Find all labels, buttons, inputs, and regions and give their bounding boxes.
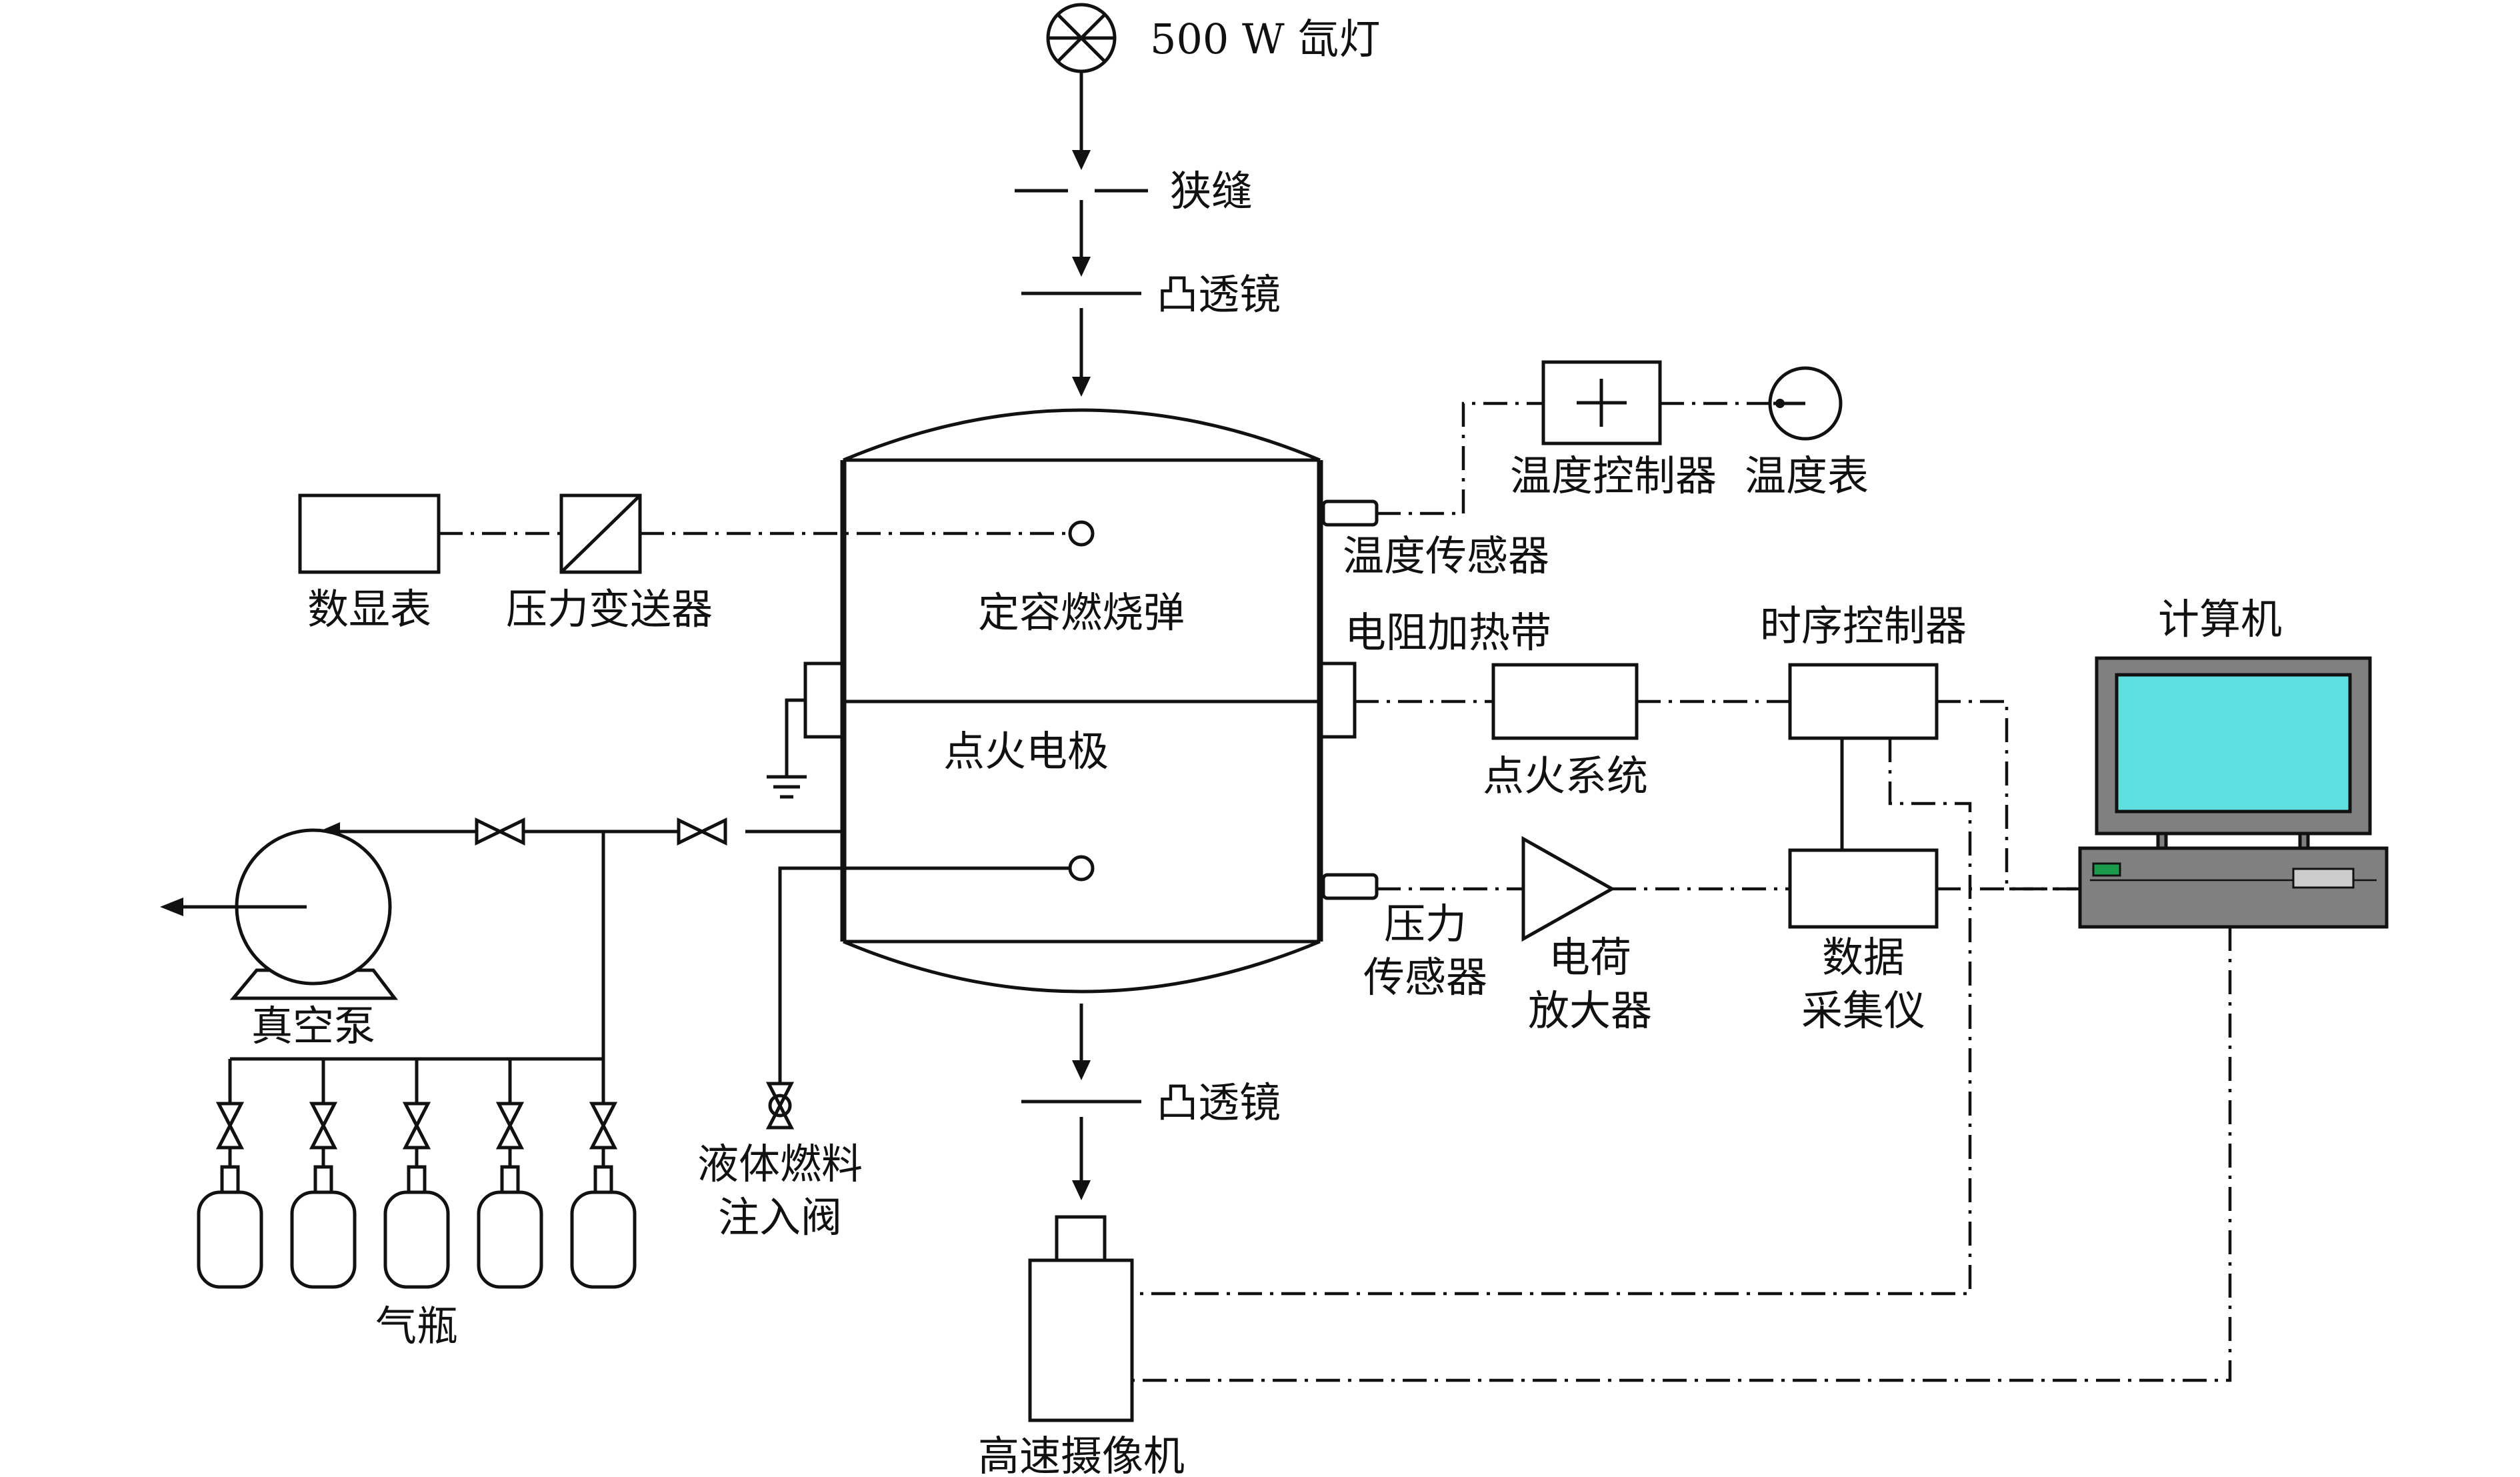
cylinder-4 — [477, 1059, 543, 1289]
electrode-left — [803, 661, 844, 739]
daq-label-1: 数据 — [1822, 933, 1905, 982]
valve-icon — [677, 818, 727, 846]
gas-cylinders-label: 气瓶 — [375, 1302, 458, 1350]
timing-controller-box — [1788, 663, 1939, 740]
disk-drive — [2292, 868, 2355, 889]
vacuum-pump — [160, 828, 399, 1000]
lens-bottom-label: 凸透镜 — [1157, 1078, 1281, 1127]
monitor-screen — [2115, 673, 2352, 814]
camera-label: 高速摄像机 — [978, 1432, 1185, 1474]
thermometer-label: 温度表 — [1745, 451, 1869, 500]
computer — [2078, 656, 2389, 929]
temperature-sensor — [1321, 499, 1379, 527]
temp-controller-label: 温度控制器 — [1510, 451, 1717, 500]
heating-belt-label: 电阻加热带 — [1345, 608, 1551, 657]
charge-amplifier — [1521, 836, 1616, 942]
high-speed-camera — [1028, 1215, 1134, 1422]
cylinder-2 — [290, 1059, 357, 1289]
computer-label: 计算机 — [2158, 595, 2282, 643]
charge-amp-label-2: 放大器 — [1528, 986, 1652, 1035]
daq-box — [1788, 848, 1939, 929]
power-indicator — [2092, 862, 2121, 877]
cylinder-5 — [570, 1059, 637, 1289]
cylinder-3 — [383, 1059, 450, 1289]
digital-display-box — [298, 493, 441, 574]
slit-label: 狭缝 — [1170, 167, 1253, 215]
chamber-label: 定容燃烧弹 — [978, 588, 1185, 637]
lamp-label: 500 W 氙灯 — [1150, 15, 1380, 63]
pressure-sensor-label-1: 压力 — [1384, 900, 1467, 948]
valve-icon — [475, 818, 525, 846]
electrode-right — [1319, 661, 1357, 739]
pressure-sensor — [1321, 873, 1379, 900]
vacuum-pump-label: 真空泵 — [251, 1002, 375, 1050]
fuel-valve-label-2: 注入阀 — [718, 1193, 842, 1242]
ignition-system-box — [1491, 663, 1639, 740]
charge-amp-label-1: 电荷 — [1549, 933, 1631, 982]
combustion-chamber — [840, 408, 1323, 994]
pressure-transmitter-label: 压力变送器 — [506, 585, 713, 633]
thermometer-icon — [1768, 366, 1843, 441]
daq-label-2: 采集仪 — [1801, 986, 1925, 1035]
fuel-injection-valve — [765, 1082, 795, 1130]
cylinder-1 — [197, 1059, 263, 1289]
fuel-valve-label-1: 液体燃料 — [697, 1140, 863, 1188]
xenon-lamp — [1046, 3, 1117, 73]
temp-sensor-label: 温度传感器 — [1343, 531, 1549, 580]
digital-display-label: 数显表 — [307, 585, 431, 633]
gas-cylinders — [197, 1059, 637, 1289]
lens-top-label: 凸透镜 — [1157, 270, 1281, 319]
ignition-system-label: 点火系统 — [1483, 752, 1648, 800]
electrode-label: 点火电极 — [943, 727, 1109, 776]
timing-controller-label: 时序控制器 — [1760, 601, 1967, 650]
pressure-sensor-label-2: 传感器 — [1363, 953, 1487, 1002]
ground-icon — [767, 698, 807, 799]
